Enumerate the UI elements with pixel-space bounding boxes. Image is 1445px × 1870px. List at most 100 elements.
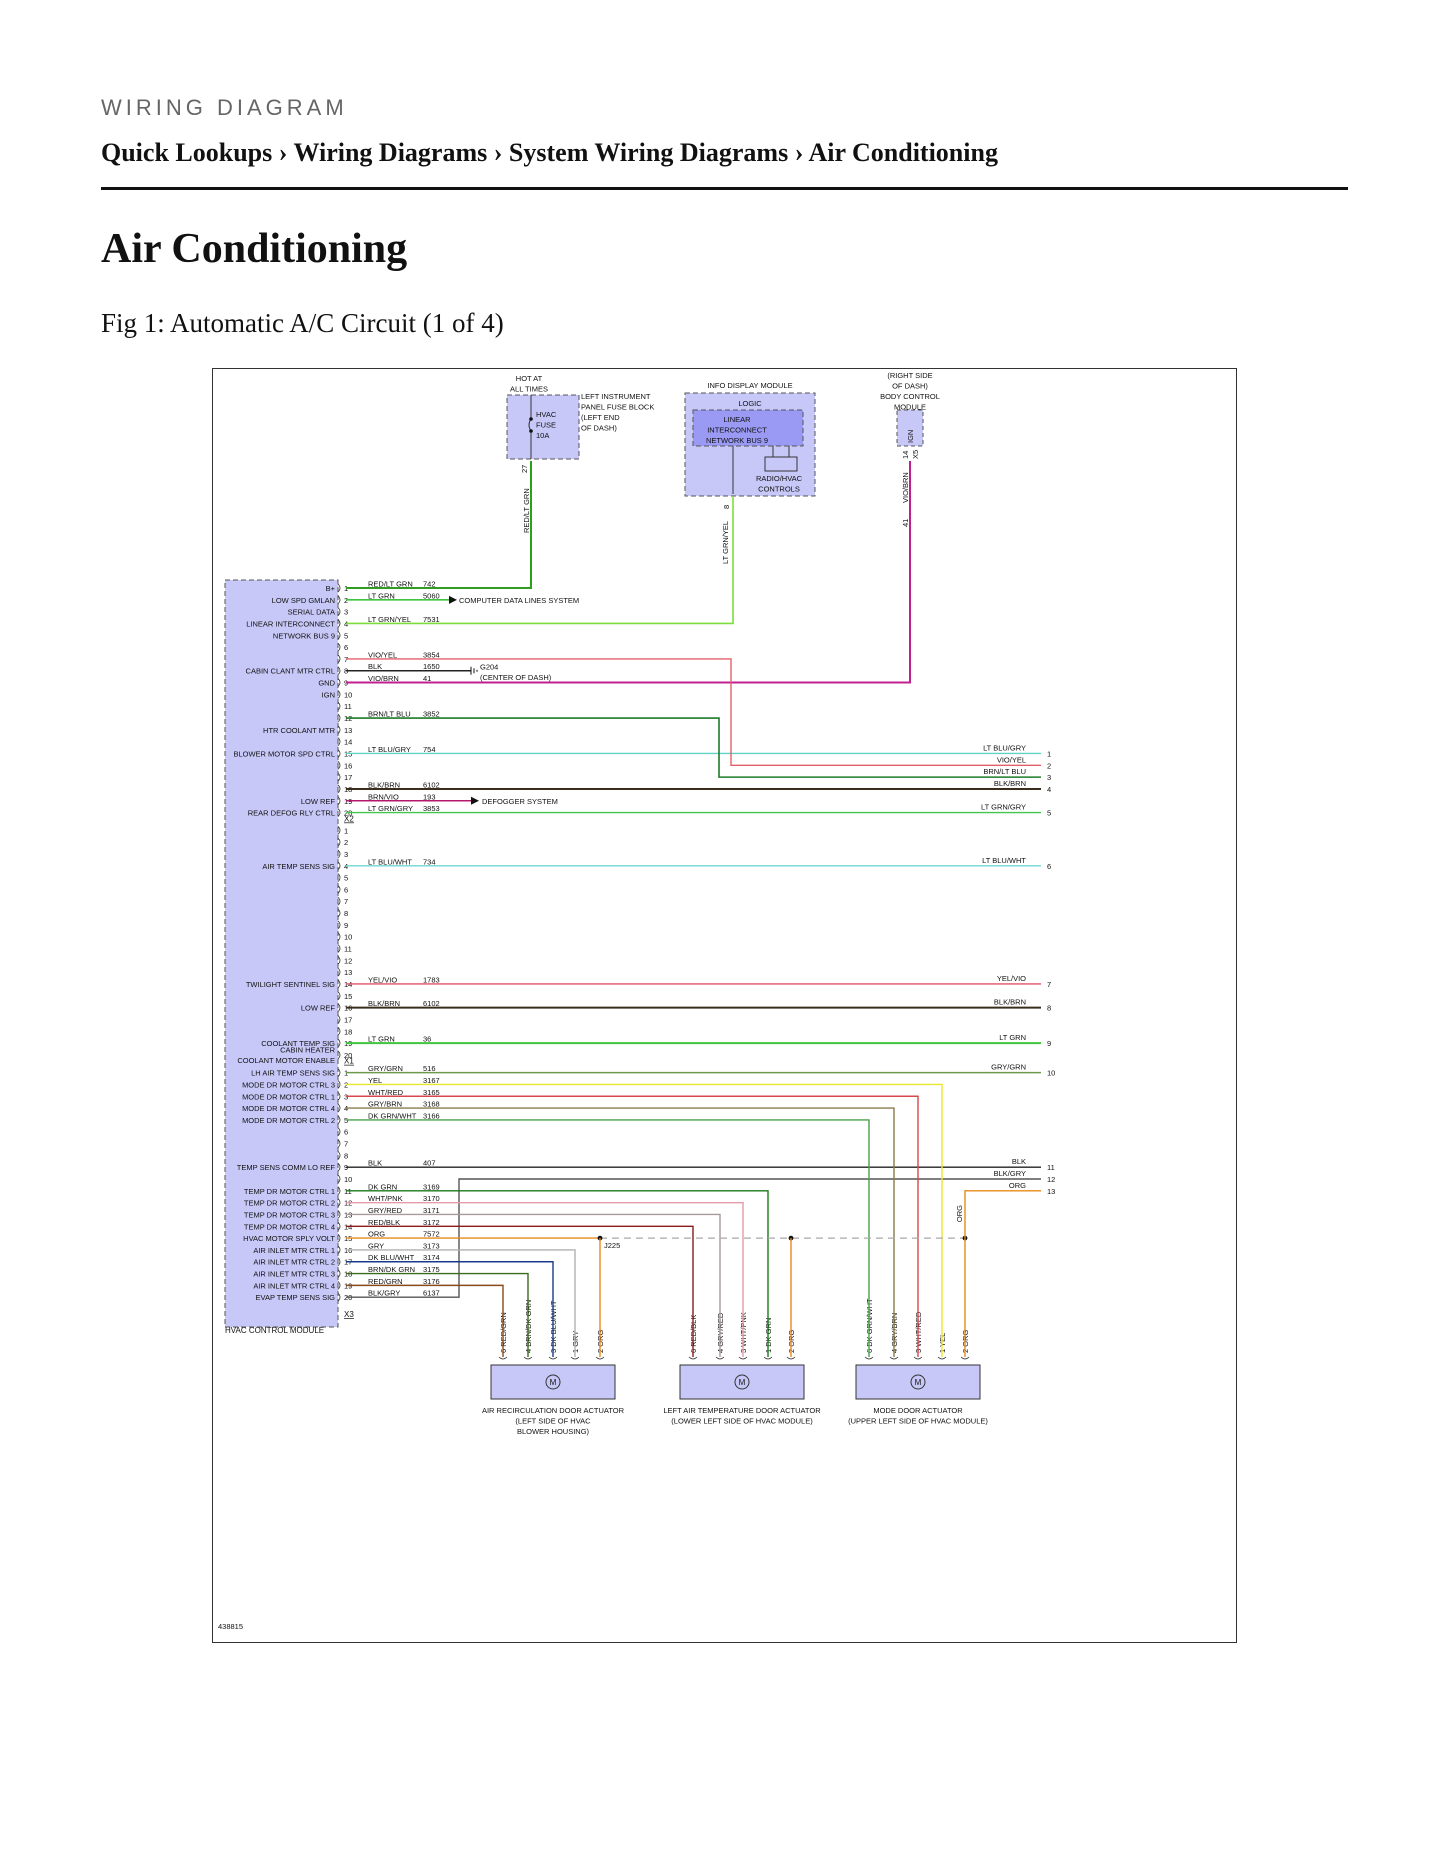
circuit-number: 5060	[423, 591, 440, 600]
pin-terminal	[337, 1257, 341, 1267]
exit-pin-number: 6	[1047, 862, 1051, 871]
fuse-block-label: (LEFT END	[581, 413, 620, 422]
hvac-fuse-label: FUSE	[536, 421, 556, 430]
pin-function-label: HVAC MOTOR SPLY VOLT	[243, 1234, 335, 1243]
pin-terminal	[337, 873, 341, 882]
pin-terminal	[337, 979, 341, 989]
circuit-number: 7531	[423, 615, 440, 624]
exit-wire-color-label: LT GRN/GRY	[981, 803, 1026, 812]
radio-hvac-controls-label: RADIO/HVAC	[756, 474, 803, 483]
pin-number: 10	[344, 690, 352, 699]
exit-wire-color-label: BLK/BRN	[994, 998, 1026, 1007]
pin-number: 15	[344, 992, 352, 1001]
pin-function-label: TEMP SENS COMM LO REF	[237, 1163, 336, 1172]
pin-terminal	[498, 1356, 508, 1360]
pin-function-label: CABIN CLANT MTR CTRL	[246, 667, 335, 676]
circuit-number: 3170	[423, 1194, 440, 1203]
pin-number: 1	[344, 826, 348, 835]
wire-color-label: ORG	[955, 1205, 964, 1222]
motor-icon-label: M	[915, 1378, 922, 1387]
hvac-fuse-label: 10A	[536, 431, 549, 440]
pin-terminal	[337, 1080, 341, 1089]
pin-terminal	[595, 1356, 605, 1360]
pin-terminal	[337, 1186, 341, 1196]
pin-number: 8	[344, 1151, 348, 1160]
breadcrumb-wiring-diagrams[interactable]: Wiring Diagrams	[293, 138, 488, 167]
breadcrumb-air-conditioning[interactable]: Air Conditioning	[808, 138, 998, 167]
wire-3173	[346, 1249, 576, 1357]
pin-number: 8	[344, 909, 348, 918]
wire-3168	[346, 1107, 895, 1357]
pin-function-label: TWILIGHT SENTINEL SIG	[246, 980, 335, 989]
wire-3165	[346, 1095, 919, 1357]
pin-terminal	[337, 1115, 341, 1125]
pin-terminal	[337, 1015, 341, 1024]
pin-terminal	[337, 1198, 341, 1207]
pin-terminal	[337, 1026, 341, 1036]
pin-terminal	[337, 991, 341, 1001]
circuit-number: 6102	[423, 999, 440, 1008]
pin-number: 7	[344, 1140, 348, 1149]
circuit-number: 742	[423, 580, 436, 589]
pin-terminal	[337, 701, 341, 711]
exit-pin-number: 12	[1047, 1175, 1055, 1184]
fuse-block-label: LEFT INSTRUMENT	[581, 392, 651, 401]
breadcrumb-separator: ›	[278, 138, 288, 167]
breadcrumb-separator: ›	[493, 138, 503, 167]
pin-terminal	[337, 808, 341, 817]
circuit-number: 6102	[423, 780, 440, 789]
exit-pin-number: 13	[1047, 1187, 1055, 1196]
wire-color-label: BLK/BRN	[368, 999, 400, 1008]
bcm-ign-label: IGN	[906, 430, 915, 443]
pin-terminal	[337, 1174, 341, 1184]
pin-number: 6	[344, 1128, 348, 1137]
exit-pin-number: 1	[1047, 749, 1051, 758]
pin-terminal	[337, 826, 341, 835]
motor-icon	[545, 1374, 561, 1390]
wire-3172	[346, 1225, 694, 1357]
pin-terminal	[786, 1356, 796, 1360]
circuit-number: 1650	[423, 662, 440, 671]
exit-wire-color-label: VIO/YEL	[997, 755, 1026, 764]
pin-terminal	[337, 619, 341, 628]
wire-color-label: WHT/RED	[368, 1088, 404, 1097]
actuator-label: (UPPER LEFT SIDE OF HVAC MODULE)	[848, 1417, 988, 1426]
pin-terminal	[337, 630, 341, 640]
wire-3170	[346, 1201, 744, 1357]
actuator-label: MODE DOOR ACTUATOR	[873, 1406, 963, 1415]
wire-color-label: LT GRN	[368, 591, 395, 600]
pin-terminal	[337, 1233, 341, 1243]
circuit-number: 41	[423, 674, 431, 683]
section-kicker: WIRING DIAGRAM	[101, 95, 348, 120]
wire-color-label: VIO/BRN	[901, 472, 910, 503]
connector-label: X2	[344, 814, 354, 823]
breadcrumb-system-wiring-diagrams[interactable]: System Wiring Diagrams	[508, 138, 789, 167]
pin-terminal	[864, 1356, 874, 1360]
wire-color-label: ORG	[368, 1230, 385, 1239]
pin-function-label: SERIAL DATA	[288, 608, 335, 617]
circuit-number: 754	[423, 745, 436, 754]
pin-terminal	[913, 1356, 923, 1360]
arrow-icon	[471, 796, 479, 805]
circuit-number: 3173	[423, 1241, 440, 1250]
radio-hvac-controls-label: CONTROLS	[758, 485, 800, 494]
pin-terminal	[337, 1003, 341, 1012]
circuit-number: 3172	[423, 1218, 440, 1227]
pin-function-label: B+	[326, 584, 336, 593]
wire-color-label: WHT/PNK	[368, 1194, 403, 1203]
pin-function-label: NETWORK BUS 9	[273, 631, 335, 640]
pin-terminal	[337, 1292, 341, 1302]
pin-number: 13	[344, 968, 352, 977]
breadcrumb-quick-lookups[interactable]: Quick Lookups	[101, 138, 273, 167]
circuit-number: 516	[423, 1064, 436, 1073]
wire-color-label: BLK	[368, 662, 382, 671]
pin-terminal	[337, 956, 341, 965]
pin-terminal	[337, 690, 341, 699]
wire-color-label: BLK	[368, 1159, 382, 1168]
pin-terminal	[337, 1050, 341, 1060]
circuit-number: 3166	[423, 1111, 440, 1120]
wire-color-label: GRY	[368, 1241, 384, 1250]
motor-icon-label: M	[550, 1378, 557, 1387]
connector-label: X1	[344, 1057, 354, 1066]
pin-terminal	[337, 1151, 341, 1160]
